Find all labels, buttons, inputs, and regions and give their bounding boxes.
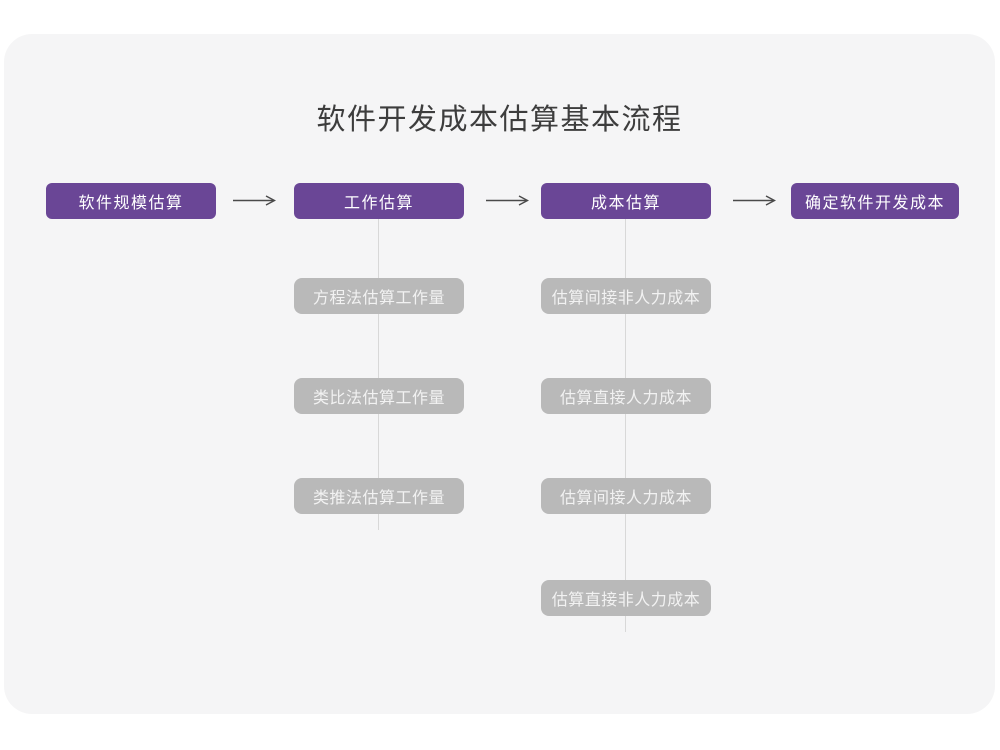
substep-analogy-method-workload: 类比法估算工作量 bbox=[294, 378, 464, 414]
connector-line-cost-estimation bbox=[625, 219, 626, 632]
flow-arrow-icon-3 bbox=[732, 194, 776, 207]
flow-arrow-icon-1 bbox=[232, 194, 276, 207]
substep-direct-labor-cost: 估算直接人力成本 bbox=[541, 378, 711, 414]
substep-indirect-labor-cost: 估算间接人力成本 bbox=[541, 478, 711, 514]
stage-work-estimation: 工作估算 bbox=[294, 183, 464, 219]
diagram-card: 软件开发成本估算基本流程 软件规模估算 工作估算 成本估算 确定软件开发成本 bbox=[4, 34, 995, 714]
stage-determine-development-cost: 确定软件开发成本 bbox=[791, 183, 959, 219]
substep-equation-method-workload: 方程法估算工作量 bbox=[294, 278, 464, 314]
substep-extrapolation-method-workload: 类推法估算工作量 bbox=[294, 478, 464, 514]
stage-software-scale-estimation: 软件规模估算 bbox=[46, 183, 216, 219]
connector-line-work-estimation bbox=[378, 219, 379, 530]
substep-indirect-nonlabor-cost: 估算间接非人力成本 bbox=[541, 278, 711, 314]
stage-cost-estimation: 成本估算 bbox=[541, 183, 711, 219]
flow-arrow-icon-2 bbox=[485, 194, 529, 207]
diagram-title: 软件开发成本估算基本流程 bbox=[316, 104, 683, 136]
substep-direct-nonlabor-cost: 估算直接非人力成本 bbox=[541, 580, 711, 616]
